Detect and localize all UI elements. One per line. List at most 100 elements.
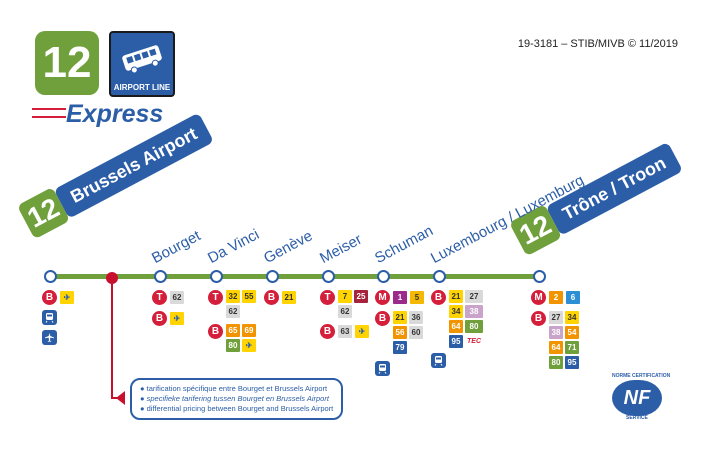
- line-chip: 34: [565, 311, 579, 324]
- line-chip: 32: [226, 290, 240, 303]
- bus-mode-icon: B: [320, 324, 335, 339]
- line-chip: 7: [338, 290, 352, 303]
- line-chip: 65: [226, 324, 240, 337]
- copyright-text: 19-3181 – STIB/MIVB © 11/2019: [517, 38, 678, 50]
- bus-mode-icon: B: [152, 311, 167, 326]
- line-chip: 80: [226, 339, 240, 352]
- line-chip: 62: [226, 305, 240, 318]
- line-chip: 80: [465, 320, 483, 333]
- nf-certification-logo: NORME CERTIFICATION NF SERVICE: [606, 373, 671, 423]
- stop-name-geneve: Genève: [261, 227, 316, 267]
- stop-circle-bourget[interactable]: [154, 270, 167, 283]
- stop-circle-luxembourg[interactable]: [433, 270, 446, 283]
- line-chip: 71: [565, 341, 579, 354]
- tariff-zone-marker[interactable]: [106, 272, 118, 284]
- line-chip: 95: [565, 356, 579, 369]
- metro-mode-icon: M: [375, 290, 390, 305]
- line-chip: 62: [338, 305, 352, 318]
- line-chip: 21: [393, 311, 407, 324]
- line-chip: 5: [410, 291, 424, 304]
- stop-name-meiser: Meiser: [317, 230, 365, 267]
- airport-chip: ✈: [170, 312, 184, 325]
- airport-chip: ✈: [355, 325, 369, 338]
- stop-schuman-connections: M 1 5 B 21 36 56 60 79: [375, 290, 424, 376]
- line-chip: 64: [549, 341, 563, 354]
- tariff-note-nl: ● specifieke tarifering tussen Bourget e…: [140, 394, 329, 403]
- stop-circle-geneve[interactable]: [266, 270, 279, 283]
- bus-mode-icon: B: [208, 324, 223, 339]
- line-chip: 27: [465, 290, 483, 303]
- tariff-marker-line: [111, 282, 113, 398]
- stop-circle-da-vinci[interactable]: [210, 270, 223, 283]
- line-chip: 55: [242, 290, 256, 303]
- stop-da-vinci-connections: T 32 55 62 B 65 69 80 ✈: [208, 290, 256, 352]
- stop-geneve-connections: B 21: [264, 290, 296, 305]
- stop-circle-brussels-airport[interactable]: [44, 270, 57, 283]
- express-speed-lines: [32, 108, 66, 118]
- tram-mode-icon: T: [208, 290, 223, 305]
- nf-logo-text: NF: [612, 380, 662, 416]
- bus-mode-icon: B: [431, 290, 446, 305]
- tec-logo: TEC: [465, 335, 483, 348]
- tariff-note: ● tarification spécifique entre Bourget …: [130, 378, 344, 420]
- stop-name-schuman: Schuman: [372, 222, 436, 267]
- line-number: 12: [42, 38, 92, 87]
- line-chip: 34: [449, 305, 463, 318]
- tariff-note-fr: ● tarification spécifique entre Bourget …: [140, 384, 328, 393]
- tariff-note-nl-text: specifieke tarifering tussen Bourget en …: [146, 394, 329, 403]
- stop-circle-schuman[interactable]: [377, 270, 390, 283]
- line-chip: 6: [566, 291, 580, 304]
- route-line: [50, 274, 540, 279]
- line-chip: 95: [449, 335, 463, 348]
- line-chip: 63: [338, 325, 352, 338]
- line-chip: 1: [393, 291, 407, 304]
- bus-mode-icon: B: [531, 311, 546, 326]
- express-label: Express: [66, 100, 164, 128]
- line-chip: 36: [409, 311, 423, 324]
- stop-circle-trone[interactable]: [533, 270, 546, 283]
- tram-mode-icon: T: [152, 290, 167, 305]
- nf-top-text: NORME CERTIFICATION: [612, 373, 671, 379]
- line-chip: 38: [549, 326, 563, 339]
- line-chip: 54: [565, 326, 579, 339]
- train-icon: [42, 310, 57, 325]
- stop-name-bourget: Bourget: [149, 227, 204, 267]
- stop-trone-connections: M 2 6 B 27 34 38 54 64 71 80 95: [531, 290, 580, 369]
- metro-mode-icon: M: [531, 290, 546, 305]
- line-chip: 2: [549, 291, 563, 304]
- line-chip: 56: [393, 326, 407, 339]
- line-chip: 80: [549, 356, 563, 369]
- bus-icon: [122, 45, 162, 74]
- bus-mode-icon: B: [375, 311, 390, 326]
- line-number-badge: 12: [35, 31, 99, 95]
- nf-bottom-text: SERVICE: [626, 415, 648, 421]
- tariff-note-fr-text: tarification spécifique entre Bourget et…: [146, 384, 328, 393]
- line-chip: 21: [282, 291, 296, 304]
- stop-name-da-vinci: Da Vinci: [205, 225, 263, 267]
- train-icon: [375, 361, 390, 376]
- stop-luxembourg-connections: B 21 27 34 38 64 80 95 TEC: [431, 290, 483, 368]
- stop-meiser-connections: T 7 25 62 B 63 ✈: [320, 290, 369, 339]
- line-chip: 69: [242, 324, 256, 337]
- line-chip: 79: [393, 341, 407, 354]
- stop-circle-meiser[interactable]: [322, 270, 335, 283]
- bus-mode-icon: B: [42, 290, 57, 305]
- airport-line-badge: AIRPORT LINE: [109, 31, 175, 97]
- line-chip: 38: [465, 305, 483, 318]
- stop-brussels-airport-connections: B ✈: [42, 290, 74, 345]
- line-chip: 64: [449, 320, 463, 333]
- line-chip: 21: [449, 290, 463, 303]
- stop-bourget-connections: T 62 B ✈: [152, 290, 184, 326]
- line-chip: 27: [549, 311, 563, 324]
- airport-chip: ✈: [242, 339, 256, 352]
- airport-chip: ✈: [60, 291, 74, 304]
- airport-line-label: AIRPORT LINE: [113, 83, 171, 92]
- plane-icon: [42, 330, 57, 345]
- line-chip: 62: [170, 291, 184, 304]
- line-chip: 60: [409, 326, 423, 339]
- tariff-note-en: ● differential pricing between Bourget a…: [140, 404, 334, 413]
- bus-mode-icon: B: [264, 290, 279, 305]
- tram-mode-icon: T: [320, 290, 335, 305]
- train-icon: [431, 353, 446, 368]
- tariff-arrow-icon: [116, 391, 125, 405]
